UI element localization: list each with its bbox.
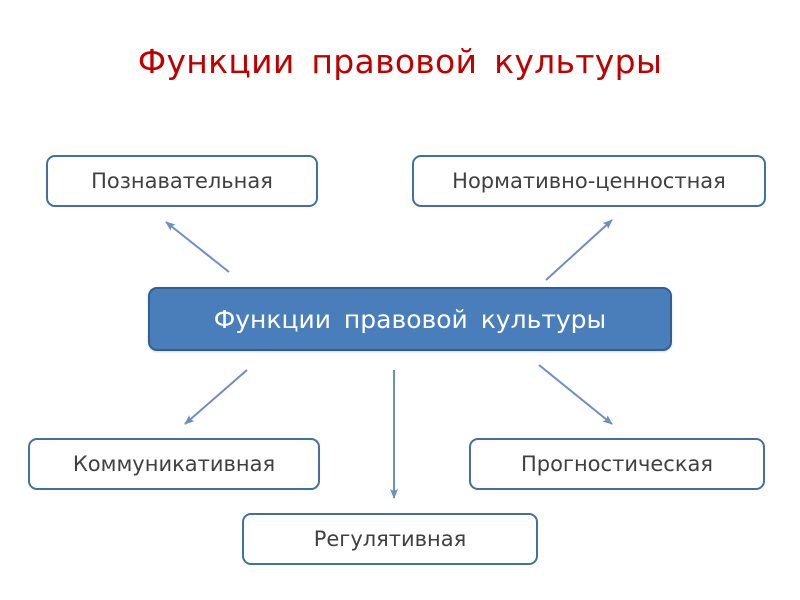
node-communicative-label: Коммуникативная — [72, 452, 276, 476]
slide-title: Функции правовой культуры — [137, 42, 663, 81]
node-normative: Нормативно-ценностная — [412, 155, 766, 207]
node-regulative: Регулятивная — [242, 513, 538, 565]
arrow-to-prognostic — [538, 364, 613, 425]
arrow-to-normative — [545, 219, 613, 281]
arrow-to-cognitive — [165, 221, 230, 273]
node-regulative-label: Регулятивная — [313, 527, 467, 551]
node-cognitive-label: Познавательная — [91, 169, 273, 193]
center-node-label: Функции правовой культуры — [213, 304, 607, 334]
node-communicative: Коммуникативная — [28, 438, 320, 490]
node-prognostic: Прогностическая — [469, 438, 765, 490]
center-node: Функции правовой культуры — [148, 287, 672, 351]
node-cognitive: Познавательная — [46, 155, 318, 207]
node-normative-label: Нормативно-ценностная — [452, 169, 726, 193]
arrow-to-communicative — [184, 369, 248, 425]
node-prognostic-label: Прогностическая — [520, 452, 714, 476]
